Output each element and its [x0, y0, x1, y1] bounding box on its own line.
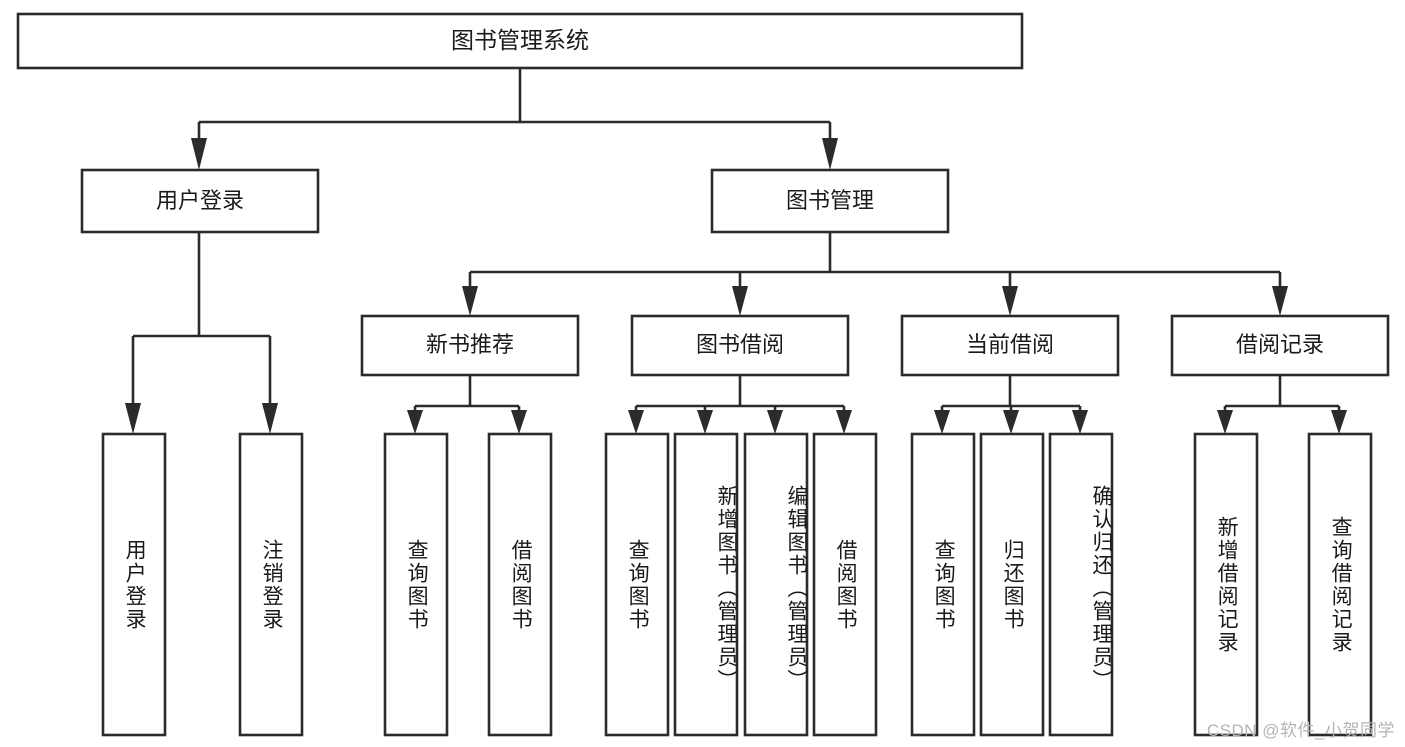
node-book-manage-label: 图书管理 — [786, 188, 874, 213]
node-root-box — [16, 12, 1024, 70]
node-leaf-logout[interactable] — [238, 432, 304, 737]
arrow-head-leaf-return-book — [1003, 410, 1019, 434]
node-leaf-logout-box — [238, 432, 304, 737]
arrow-head-leaf-logout — [262, 403, 278, 434]
node-user-login[interactable]: 用户登录 — [80, 168, 320, 234]
arrow-head-leaf-user-login — [125, 403, 141, 434]
arrow-head-book-manage — [822, 138, 838, 170]
arrow-head-leaf-query-book-1 — [407, 410, 423, 434]
arrow-head-user-login — [191, 138, 207, 170]
arrow-head-leaf-borrow-book-2 — [836, 410, 852, 434]
node-leaf-query-record[interactable] — [1307, 432, 1373, 737]
node-leaf-query-book-1[interactable] — [383, 432, 449, 737]
connector-current-borrow-to-leaves — [934, 375, 1088, 434]
connector-book-borrow-to-leaves — [628, 375, 852, 434]
node-leaf-add-book-box — [673, 432, 739, 737]
connector-new-book-recommend-to-leaves — [407, 375, 527, 434]
node-leaf-edit-book[interactable] — [743, 432, 809, 737]
node-new-book-recommend-label: 新书推荐 — [426, 332, 514, 357]
arrow-head-leaf-add-record — [1217, 410, 1233, 434]
node-leaf-add-book[interactable] — [673, 432, 739, 737]
connector-borrow-record-to-leaves — [1217, 375, 1347, 434]
node-leaf-borrow-book-1[interactable] — [487, 432, 553, 737]
arrow-head-leaf-edit-book — [767, 410, 783, 434]
node-book-borrow-label: 图书借阅 — [696, 332, 784, 357]
node-leaf-borrow-book-1-box — [487, 432, 553, 737]
arrow-head-book-borrow — [732, 286, 748, 316]
node-leaf-borrow-book-2[interactable] — [812, 432, 878, 737]
node-current-borrow[interactable]: 当前借阅 — [900, 314, 1120, 377]
watermark-text: CSDN @软件_小贺同学 — [1206, 721, 1395, 740]
node-book-manage-box — [710, 168, 950, 234]
node-leaf-query-record-box — [1307, 432, 1373, 737]
node-leaf-add-record-box — [1193, 432, 1259, 737]
node-root-label: 图书管理系统 — [451, 27, 589, 53]
node-leaf-return-book-box — [979, 432, 1045, 737]
node-leaf-add-record[interactable] — [1193, 432, 1259, 737]
connector-user-login-to-leaves — [125, 232, 278, 434]
node-book-manage[interactable]: 图书管理 — [710, 168, 950, 234]
node-leaf-query-book-3-box — [910, 432, 976, 737]
arrow-head-leaf-confirm-return — [1072, 410, 1088, 434]
node-leaf-query-book-3[interactable] — [910, 432, 976, 737]
node-root-book-management-system[interactable]: 图书管理系统 — [16, 12, 1024, 70]
node-new-book-recommend[interactable]: 新书推荐 — [360, 314, 580, 377]
node-leaf-query-book-1-box — [383, 432, 449, 737]
arrow-head-current-borrow — [1002, 286, 1018, 316]
node-current-borrow-box — [900, 314, 1120, 377]
node-current-borrow-label: 当前借阅 — [966, 332, 1054, 357]
node-borrow-record[interactable]: 借阅记录 — [1170, 314, 1390, 377]
arrow-head-leaf-query-book-2 — [628, 410, 644, 434]
node-leaf-confirm-return[interactable] — [1048, 432, 1114, 737]
node-user-login-box — [80, 168, 320, 234]
node-leaf-query-book-2[interactable] — [604, 432, 670, 737]
node-borrow-record-box — [1170, 314, 1390, 377]
arrow-head-borrow-record — [1272, 286, 1288, 316]
node-leaf-return-book[interactable] — [979, 432, 1045, 737]
node-leaf-user-login-box — [101, 432, 167, 737]
node-leaf-edit-book-box — [743, 432, 809, 737]
node-book-borrow[interactable]: 图书借阅 — [630, 314, 850, 377]
connector-root-to-level2 — [191, 68, 838, 170]
node-borrow-record-label: 借阅记录 — [1236, 332, 1324, 357]
arrow-head-leaf-query-book-3 — [934, 410, 950, 434]
node-user-login-label: 用户登录 — [156, 188, 244, 213]
arrow-head-leaf-borrow-book-1 — [511, 410, 527, 434]
node-leaf-user-login[interactable] — [101, 432, 167, 737]
connector-book-manage-to-level3 — [462, 232, 1288, 316]
arrow-head-leaf-query-record — [1331, 410, 1347, 434]
node-leaf-confirm-return-box — [1048, 432, 1114, 737]
arrow-head-new-book-recommend — [462, 286, 478, 316]
arrow-head-leaf-add-book — [697, 410, 713, 434]
node-leaf-query-book-2-box — [604, 432, 670, 737]
node-book-borrow-box — [630, 314, 850, 377]
node-new-book-recommend-box — [360, 314, 580, 377]
node-leaf-borrow-book-2-box — [812, 432, 878, 737]
